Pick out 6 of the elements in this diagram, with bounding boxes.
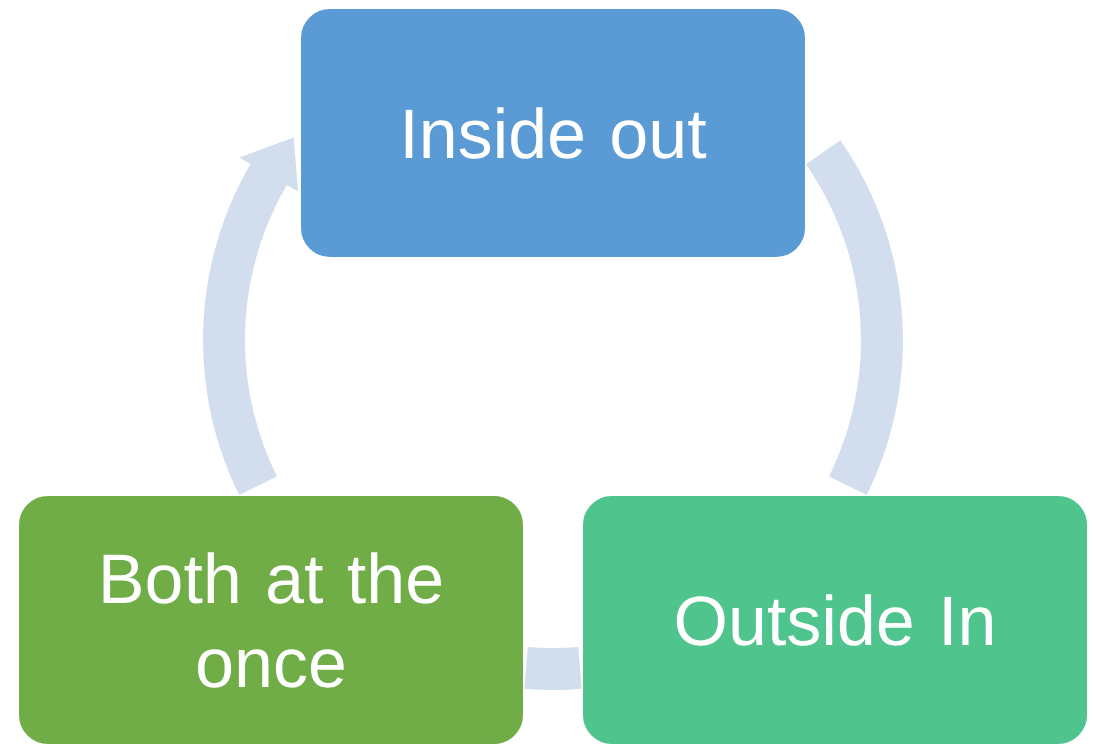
process-box: Inside out (299, 7, 807, 259)
process-box: Both at the once (17, 494, 525, 746)
cycle-arrow (805, 140, 903, 496)
cycle-arrow (524, 646, 582, 690)
process-box: Outside In (581, 494, 1089, 746)
cycle-arrow (203, 137, 299, 496)
